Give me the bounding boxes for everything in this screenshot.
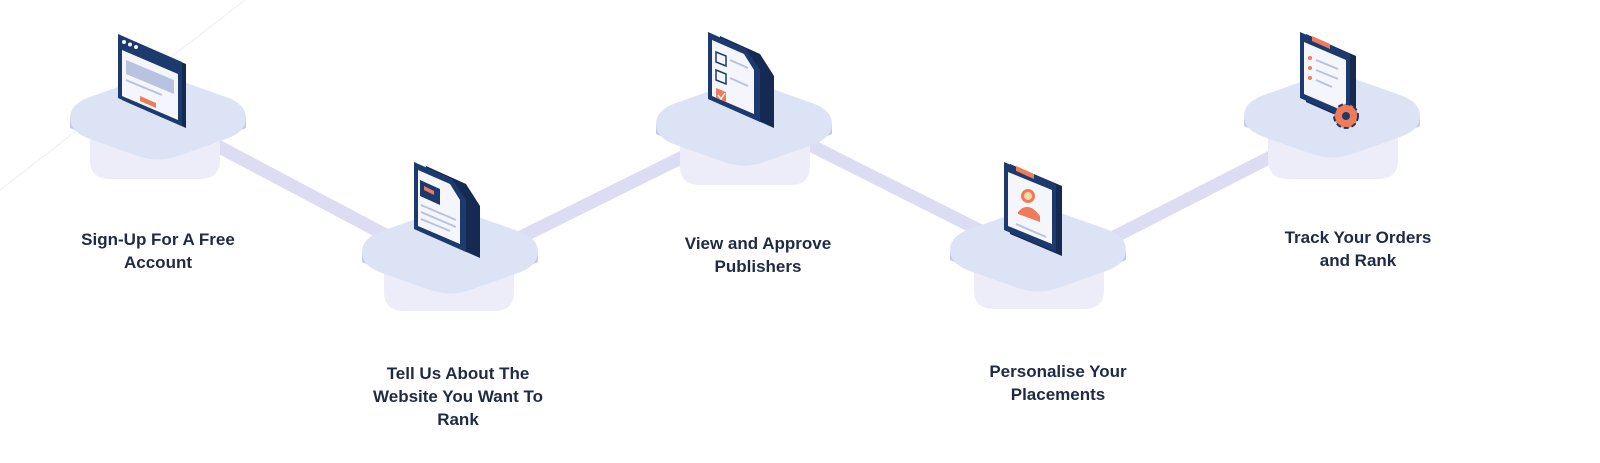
step-2-platform bbox=[362, 210, 538, 311]
clipboard-profile-icon bbox=[1004, 162, 1062, 256]
step-4-label: Personalise Your Placements bbox=[989, 362, 1127, 404]
clipboard-gear-icon bbox=[1300, 32, 1359, 129]
connector-2-3 bbox=[508, 139, 712, 247]
step-1-label: Sign-Up For A Free Account bbox=[81, 230, 235, 272]
step-1-platform bbox=[70, 76, 246, 179]
connector-3-4 bbox=[805, 139, 1002, 245]
step-5-platform bbox=[1244, 74, 1420, 179]
step-5-label: Track Your Orders and Rank bbox=[1284, 228, 1432, 270]
step-connectors bbox=[203, 135, 1307, 247]
step-3-label: View and Approve Publishers bbox=[684, 234, 832, 276]
website-document-icon bbox=[414, 162, 480, 258]
step-4-platform bbox=[950, 208, 1126, 309]
step-3-platform bbox=[656, 82, 832, 185]
gear-icon bbox=[1333, 103, 1359, 129]
browser-window-icon bbox=[118, 34, 186, 128]
step-2-label: Tell Us About The Website You Want To Ra… bbox=[373, 364, 543, 429]
checklist-document-icon bbox=[708, 32, 774, 128]
connector-1-2 bbox=[203, 135, 402, 247]
